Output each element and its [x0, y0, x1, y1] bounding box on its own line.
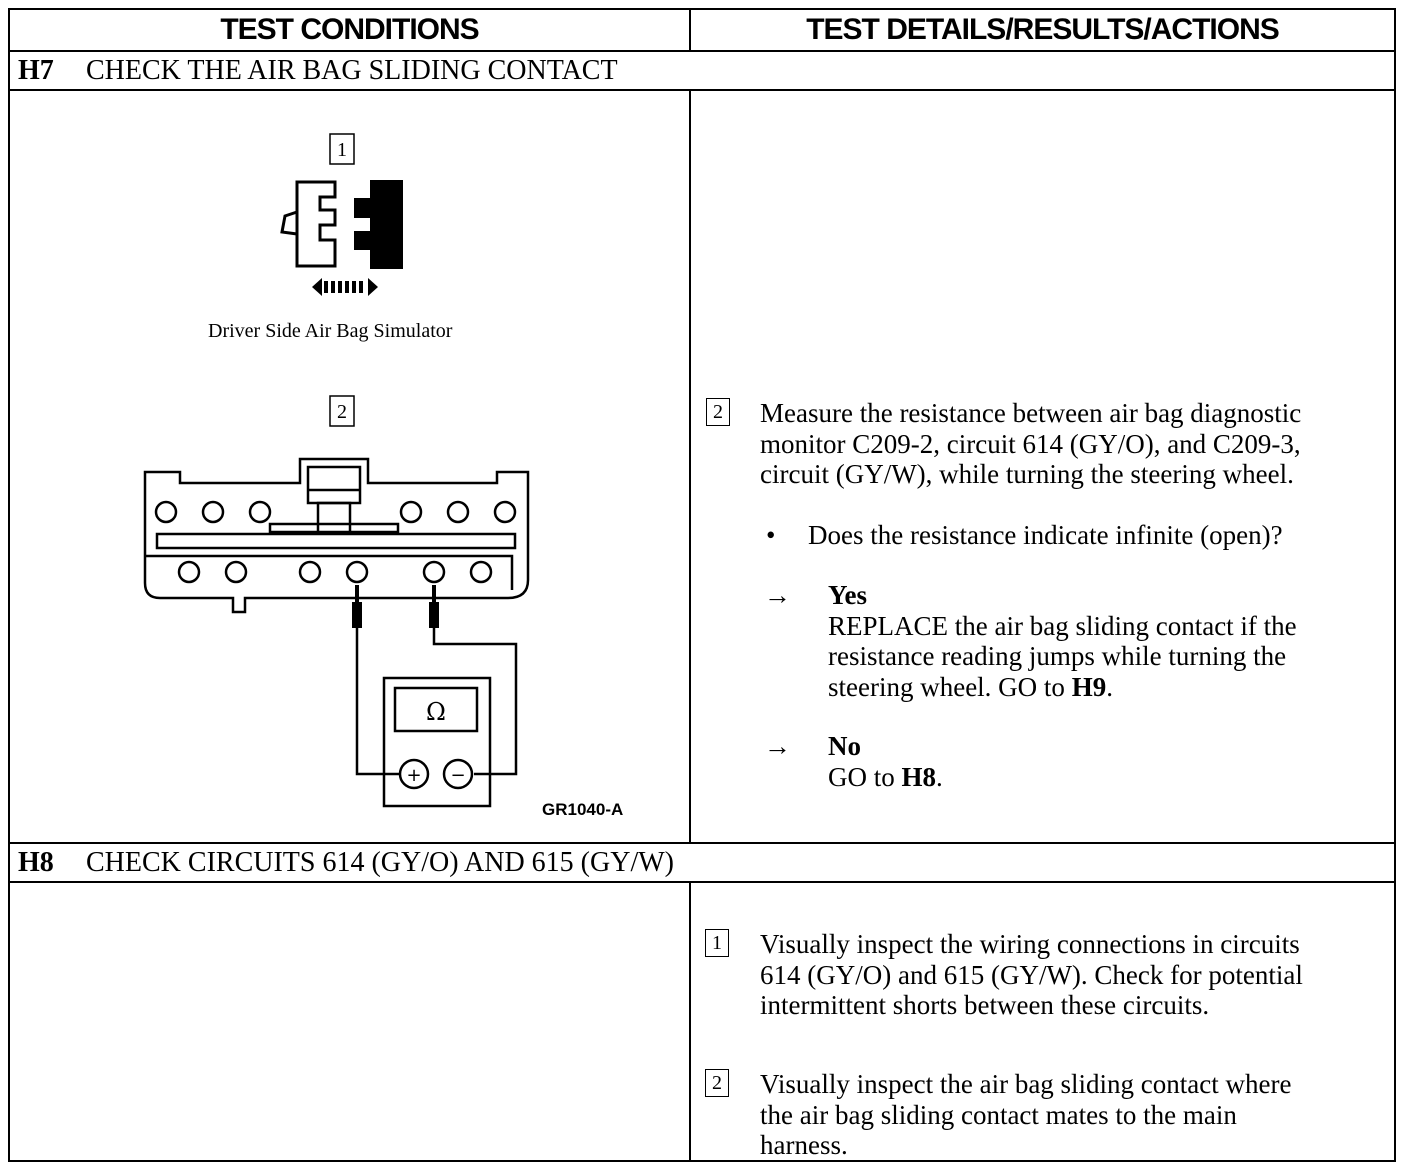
h8-step2-text: Visually inspect the air bag sliding con… [760, 1069, 1385, 1161]
header-column-divider [689, 8, 691, 52]
h7-step2-line2: monitor C209-2, circuit 614 (GY/O), and … [760, 428, 1301, 459]
yes-verb: REPLACE [828, 610, 949, 641]
figure-step1-label: 1 [337, 139, 347, 161]
header-test-details: TEST DETAILS/RESULTS/ACTIONS [806, 13, 1280, 46]
h8-step2-line2: the air bag sliding contact mates to the… [760, 1099, 1237, 1130]
header-test-conditions: TEST CONDITIONS [220, 13, 479, 46]
h7-step2-line3: circuit (GY/W), while turning the steeri… [760, 459, 1294, 489]
no-line-end: . [936, 761, 943, 792]
h8-title-row: H8 CHECK CIRCUITS 614 (GY/O) AND 615 (GY… [18, 844, 674, 882]
diagnostic-monitor-connector-icon [143, 457, 530, 614]
h8-step-title: CHECK CIRCUITS 614 (GY/O) AND 615 (GY/W) [86, 847, 674, 878]
yes-line1: the air bag sliding contact if the [948, 610, 1297, 641]
ohm-symbol: Ω [426, 698, 446, 726]
header-divider [8, 50, 1396, 52]
meter-lead-wires [355, 628, 518, 776]
figure-step2-box [329, 395, 355, 427]
minus-terminal: − [450, 765, 465, 786]
no-line: GO to [828, 761, 902, 792]
h8-step1-line2: 614 (GY/O) and 615 (GY/W). Check for pot… [760, 959, 1303, 990]
test-table [8, 8, 1396, 1162]
ohmmeter-icon [382, 676, 492, 808]
h8-step-id: H8 [18, 847, 54, 878]
h8-step2-number: 2 [705, 1069, 729, 1097]
h8-step1-number: 1 [705, 929, 729, 957]
h8-step2-line3: harness. [760, 1130, 848, 1160]
h7-step-title: CHECK THE AIR BAG SLIDING CONTACT [86, 55, 618, 86]
h8-title-divider [8, 881, 1396, 883]
plus-terminal: + [406, 765, 421, 786]
h8-step1-line1: Visually inspect the wiring connections … [760, 929, 1300, 959]
yes-arrow: → [764, 580, 791, 610]
h8-step1-text: Visually inspect the wiring connections … [760, 929, 1385, 1021]
goto-h8-link[interactable]: H8 [901, 761, 937, 792]
goto-h9-link[interactable]: H9 [1071, 671, 1107, 702]
h7-question: Does the resistance indicate infinite (o… [808, 520, 1283, 550]
h7-step2-text: Measure the resistance between air bag d… [760, 398, 1385, 490]
figure-id: GR1040-A [542, 800, 624, 819]
no-arrow: → [764, 731, 791, 761]
h7-step-id: H7 [18, 55, 54, 86]
figure-step1-box [329, 133, 355, 165]
figure-step2-label: 2 [337, 401, 347, 423]
h8-step2-line1: Visually inspect the air bag sliding con… [760, 1069, 1292, 1099]
yes-line2: resistance reading jumps while turning t… [828, 641, 1287, 671]
question-bullet: • [766, 520, 776, 550]
h7-step2-line1: Measure the resistance between air bag d… [760, 398, 1302, 428]
simulator-caption: Driver Side Air Bag Simulator [208, 320, 453, 342]
h8-step1-line3: intermittent shorts between these circui… [760, 990, 1210, 1020]
h7-title-divider [8, 89, 1396, 91]
mating-connector-icon [354, 180, 403, 269]
yes-line3: steering wheel. GO to [828, 671, 1072, 702]
h7-column-divider [689, 89, 691, 843]
h7-step2-number: 2 [706, 398, 730, 426]
double-arrow-icon [312, 278, 378, 296]
yes-line3-end: . [1106, 671, 1113, 702]
simulator-connector-icon [280, 180, 337, 268]
h7-test-figure: 1 2 [143, 133, 530, 808]
h8-top-divider [8, 842, 1396, 844]
yes-result: Yes REPLACE the air bag sliding contact … [828, 580, 1388, 702]
no-label: No [828, 731, 861, 761]
yes-label: Yes [828, 580, 867, 610]
h8-column-divider [689, 881, 691, 1162]
h7-title-row: H7 CHECK THE AIR BAG SLIDING CONTACT [18, 52, 618, 90]
meter-probe-icon [352, 585, 439, 628]
no-result: No GO to H8. [828, 731, 1388, 792]
